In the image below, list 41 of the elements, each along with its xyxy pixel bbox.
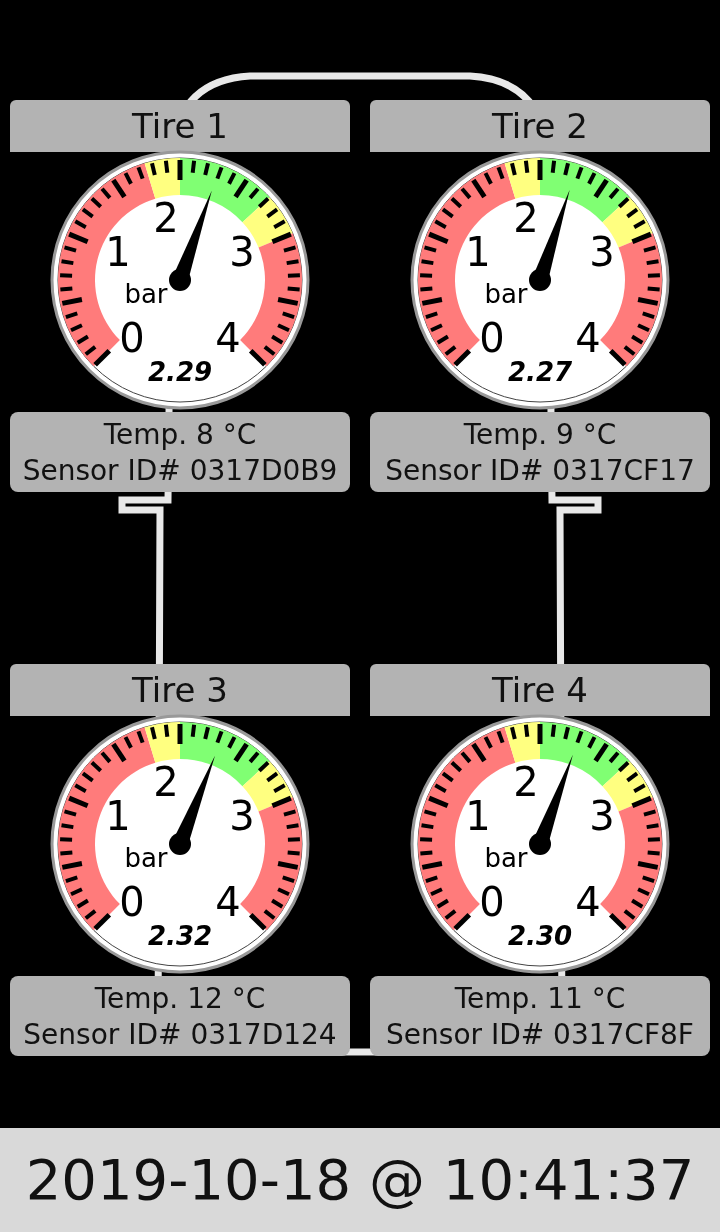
unit-label: bar — [484, 845, 528, 871]
pressure-readout: 2.30 — [507, 923, 573, 949]
sensor-id-text: Sensor ID# 0317CF17 — [384, 454, 696, 488]
scale-number: 0 — [479, 318, 505, 358]
unit-label: bar — [124, 845, 168, 871]
scale-number: 2 — [153, 198, 179, 238]
scale-number: 0 — [479, 882, 505, 922]
sensor-id-text: Sensor ID# 0317CF8F — [385, 1018, 695, 1052]
pressure-readout: 2.32 — [147, 923, 213, 949]
scale-number: 0 — [119, 882, 145, 922]
scale-number: 3 — [229, 232, 255, 272]
scale-number: 2 — [513, 762, 539, 802]
temperature-text: Temp. 9 °C — [462, 418, 618, 452]
unit-label: bar — [124, 281, 168, 307]
scale-number: 4 — [215, 318, 241, 358]
temperature-text: Temp. 8 °C — [102, 418, 258, 452]
timestamp-text: 2019-10-18 @ 10:41:37 — [24, 1150, 696, 1210]
tire-title-bar: Tire 1 — [10, 100, 350, 152]
scale-number: 3 — [229, 796, 255, 836]
pressure-readout: 2.27 — [507, 359, 573, 385]
scale-number: 3 — [589, 232, 615, 272]
scale-number: 2 — [153, 762, 179, 802]
scale-number: 3 — [589, 796, 615, 836]
unit-label: bar — [484, 281, 528, 307]
tire-title-bar: Tire 4 — [370, 664, 710, 716]
scale-number: 1 — [465, 796, 491, 836]
scale-number: 4 — [575, 318, 601, 358]
scale-number: 1 — [465, 232, 491, 272]
temperature-text: Temp. 11 °C — [453, 982, 627, 1016]
temperature-text: Temp. 12 °C — [93, 982, 267, 1016]
scale-number: 0 — [119, 318, 145, 358]
tire-title-bar: Tire 3 — [10, 664, 350, 716]
scale-number: 4 — [215, 882, 241, 922]
tire-title-bar: Tire 2 — [370, 100, 710, 152]
scale-number: 2 — [513, 198, 539, 238]
sensor-id-text: Sensor ID# 0317D0B9 — [21, 454, 339, 488]
pressure-readout: 2.29 — [147, 359, 213, 385]
scale-number: 1 — [105, 796, 131, 836]
sensor-id-text: Sensor ID# 0317D124 — [22, 1018, 338, 1052]
scale-number: 1 — [105, 232, 131, 272]
scale-number: 4 — [575, 882, 601, 922]
